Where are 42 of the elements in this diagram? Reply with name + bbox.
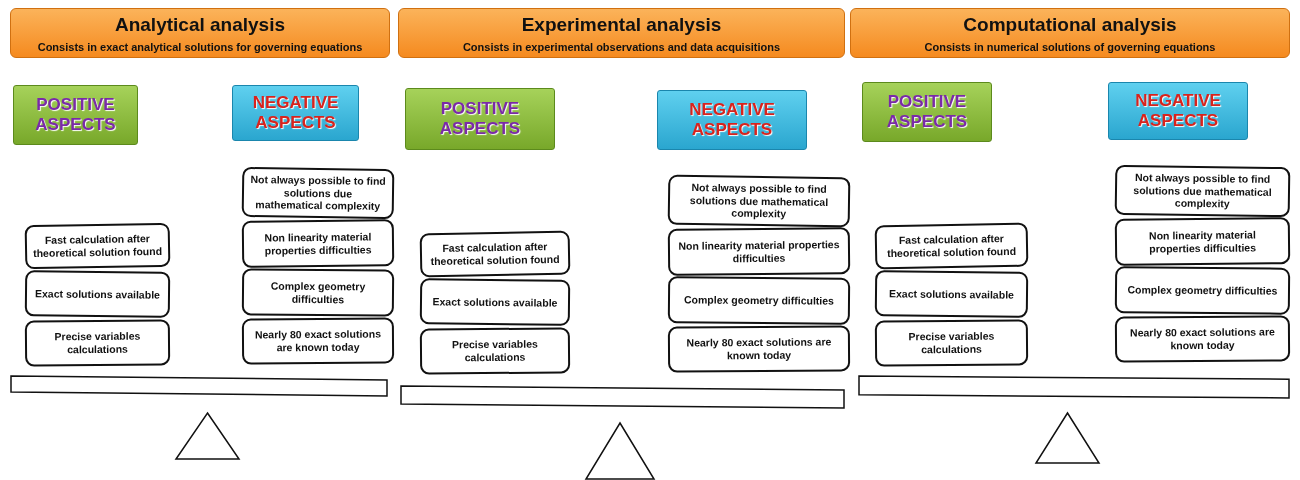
- aspect-card: Precise variables calculations: [24, 319, 171, 367]
- aspect-card: Not always possible to find solutions due mathematical complexity: [667, 174, 851, 228]
- header-banner: [398, 8, 845, 58]
- seesaw-beam: [858, 375, 1290, 399]
- aspect-card: Complex geometry difficulties: [1114, 266, 1291, 315]
- aspect-card: Non linearity material properties difficulties: [241, 219, 395, 268]
- header-banner: [10, 8, 390, 58]
- aspect-card: Not always possible to find solutions due mathematical complexity: [1114, 164, 1291, 218]
- aspect-card: Complex geometry difficulties: [241, 268, 395, 317]
- seesaw-beam: [10, 375, 388, 397]
- aspect-card: Fast calculation after theoretical solution found: [419, 230, 571, 278]
- fulcrum-triangle: [175, 412, 240, 460]
- aspect-card: Complex geometry difficulties: [667, 276, 851, 325]
- aspect-card: Fast calculation after theoretical solution found: [24, 222, 171, 270]
- banner-subtitle: Consists in numerical solutions of governing equations: [924, 40, 1216, 53]
- aspect-card: Non linearity material properties difficulties: [667, 227, 851, 276]
- aspect-card: Exact solutions available: [24, 270, 171, 318]
- aspect-card: Fast calculation after theoretical solution found: [874, 222, 1029, 270]
- fulcrum-triangle: [585, 422, 655, 480]
- aspect-card: Non linearity material properties difficulties: [1114, 217, 1291, 266]
- aspect-label: POSITIVE ASPECTS: [13, 85, 138, 145]
- banner-title: Analytical analysis: [114, 13, 285, 36]
- aspect-card: Nearly 80 exact solutions are known today: [241, 317, 395, 365]
- aspect-card: Nearly 80 exact solutions are known today: [667, 325, 851, 373]
- banner-subtitle: Consists in experimental observations and data acquisitions: [462, 40, 781, 53]
- banner-subtitle: Consists in exact analytical solutions for governing equations: [37, 40, 363, 53]
- aspect-card: Not always possible to find solutions due mathematical complexity: [241, 166, 395, 220]
- aspect-card: Exact solutions available: [874, 270, 1029, 318]
- aspect-card: Exact solutions available: [419, 278, 571, 326]
- aspect-card: Precise variables calculations: [419, 327, 571, 375]
- aspect-label: NEGATIVE ASPECTS: [1108, 82, 1248, 140]
- banner-title: Computational analysis: [963, 13, 1177, 36]
- aspect-label: POSITIVE ASPECTS: [405, 88, 555, 150]
- seesaw-beam: [400, 385, 845, 409]
- aspect-card: Nearly 80 exact solutions are known today: [1114, 315, 1291, 363]
- banner-title: Experimental analysis: [521, 13, 722, 36]
- fulcrum-triangle: [1035, 412, 1100, 464]
- aspect-label: NEGATIVE ASPECTS: [657, 90, 807, 150]
- header-banner: [850, 8, 1290, 58]
- aspect-label: NEGATIVE ASPECTS: [232, 85, 359, 141]
- aspect-label: POSITIVE ASPECTS: [862, 82, 992, 142]
- aspect-card: Precise variables calculations: [874, 319, 1029, 367]
